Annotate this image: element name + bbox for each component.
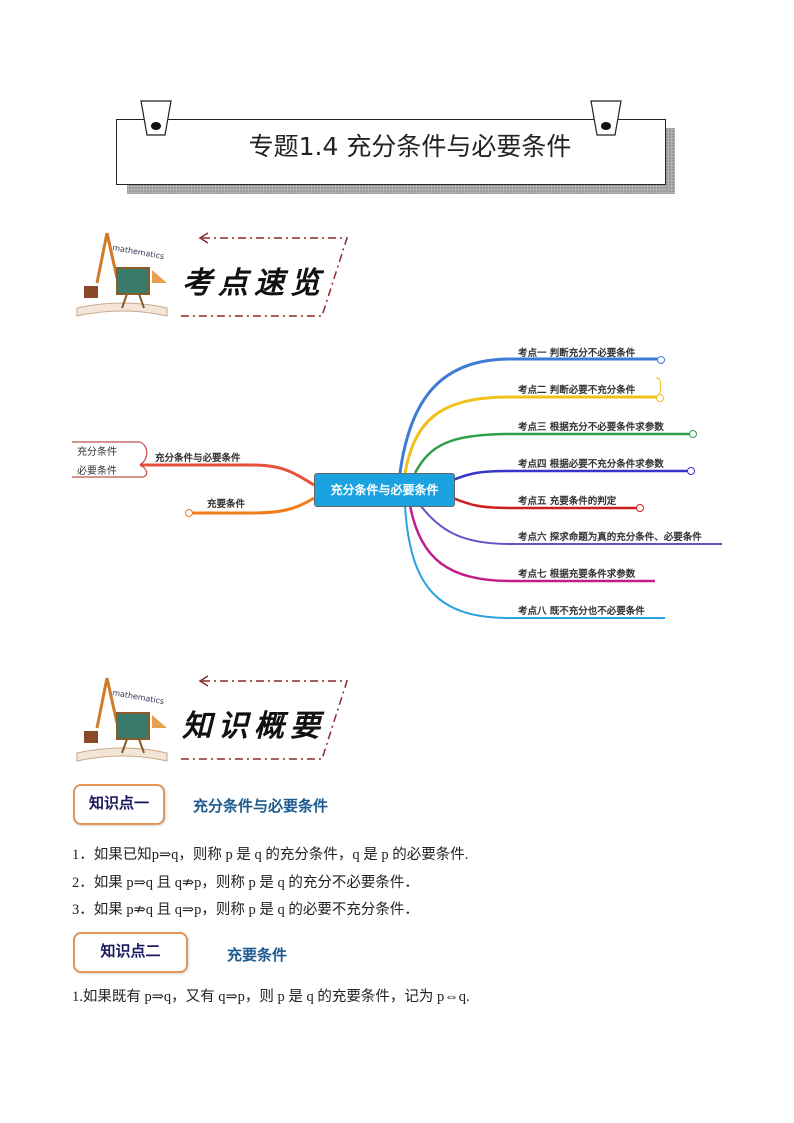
mindmap-node[interactable]: 考点六 探求命题为真的充分条件、必要条件 <box>518 532 702 543</box>
mindmap-node[interactable]: 充分条件与必要条件 <box>155 453 241 464</box>
section-title: 知识概要 <box>182 709 326 744</box>
mindmap-node[interactable]: 充分条件 <box>77 447 117 458</box>
knowledge-line: 1．如果已知p⇒q，则称 p 是 q 的充分条件，q 是 p 的必要条件. <box>72 847 469 863</box>
knowledge-tag: 知识点二 <box>73 932 188 973</box>
math-illustration-icon: mathematics <box>76 232 168 317</box>
pin-tab-left-icon <box>140 100 172 136</box>
section-title: 考点速览 <box>182 266 326 301</box>
pin-tab-right-icon <box>590 100 622 136</box>
mindmap-node[interactable]: 考点八 既不充分也不必要条件 <box>518 606 645 617</box>
mindmap-node[interactable]: 考点二 判断必要不充分条件 <box>518 385 636 396</box>
mindmap-connectors <box>72 356 722 619</box>
dashed-frame-icon <box>177 232 349 317</box>
mindmap-node[interactable]: 充要条件 <box>207 499 246 510</box>
mindmap-node[interactable]: 考点七 根据充要条件求参数 <box>518 569 636 580</box>
mindmap-node[interactable]: 考点四 根据必要不充分条件求参数 <box>518 459 664 470</box>
svg-text:mathematics: mathematics <box>112 243 165 261</box>
knowledge-heading: 充分条件与必要条件 <box>193 797 329 815</box>
mindmap-center-node[interactable]: 充分条件与必要条件 <box>314 473 455 507</box>
knowledge-line: 1.如果既有 p⇒q，又有 q⇒p，则 p 是 q 的充要条件，记为 p⇔q. <box>72 989 470 1005</box>
math-illustration-icon: mathematics <box>76 677 168 762</box>
section-header-overview: mathematics 考点速览 <box>72 228 362 323</box>
mindmap-node[interactable]: 考点五 充要条件的判定 <box>518 496 617 507</box>
mindmap-node[interactable]: 考点三 根据充分不必要条件求参数 <box>518 422 664 433</box>
section-header-summary: mathematics 知识概要 <box>72 673 362 768</box>
knowledge-tag: 知识点一 <box>73 784 165 825</box>
knowledge-line: 3．如果 p⇏q 且 q⇒p，则称 p 是 q 的必要不充分条件． <box>72 902 419 918</box>
knowledge-heading: 充要条件 <box>227 946 288 964</box>
title-banner <box>116 119 666 185</box>
mindmap-node[interactable]: 考点一 判断充分不必要条件 <box>518 348 636 359</box>
svg-text:mathematics: mathematics <box>112 688 165 706</box>
dashed-frame-icon <box>177 675 349 760</box>
page-title: 专题1.4 充分条件与必要条件 <box>248 132 572 161</box>
knowledge-line: 2．如果 p⇒q 且 q⇏p，则称 p 是 q 的充分不必要条件． <box>72 875 419 891</box>
mindmap-node[interactable]: 必要条件 <box>77 466 117 477</box>
